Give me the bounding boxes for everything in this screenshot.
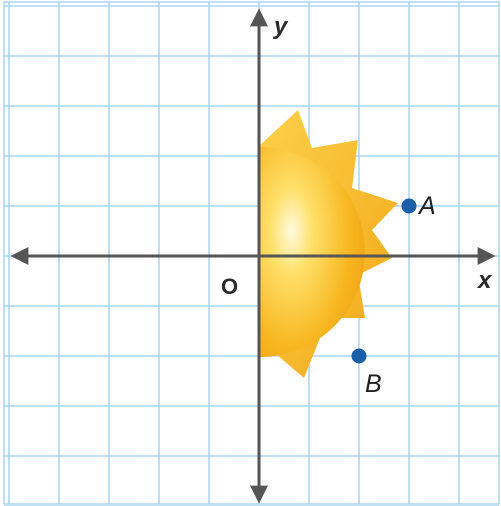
- point-a-marker: [401, 198, 417, 214]
- origin-label: O: [221, 274, 238, 299]
- point-b-label: B: [365, 370, 382, 398]
- sun-figure: [260, 110, 398, 378]
- points: AB: [351, 192, 436, 398]
- grid-border: [3, 1, 500, 505]
- point-a-label: A: [417, 192, 436, 220]
- point-b-marker: [351, 348, 367, 364]
- x-axis-label: x: [476, 267, 493, 294]
- axes: x y O: [10, 8, 496, 504]
- y-axis-label: y: [273, 13, 289, 40]
- grid-lines: [3, 1, 500, 506]
